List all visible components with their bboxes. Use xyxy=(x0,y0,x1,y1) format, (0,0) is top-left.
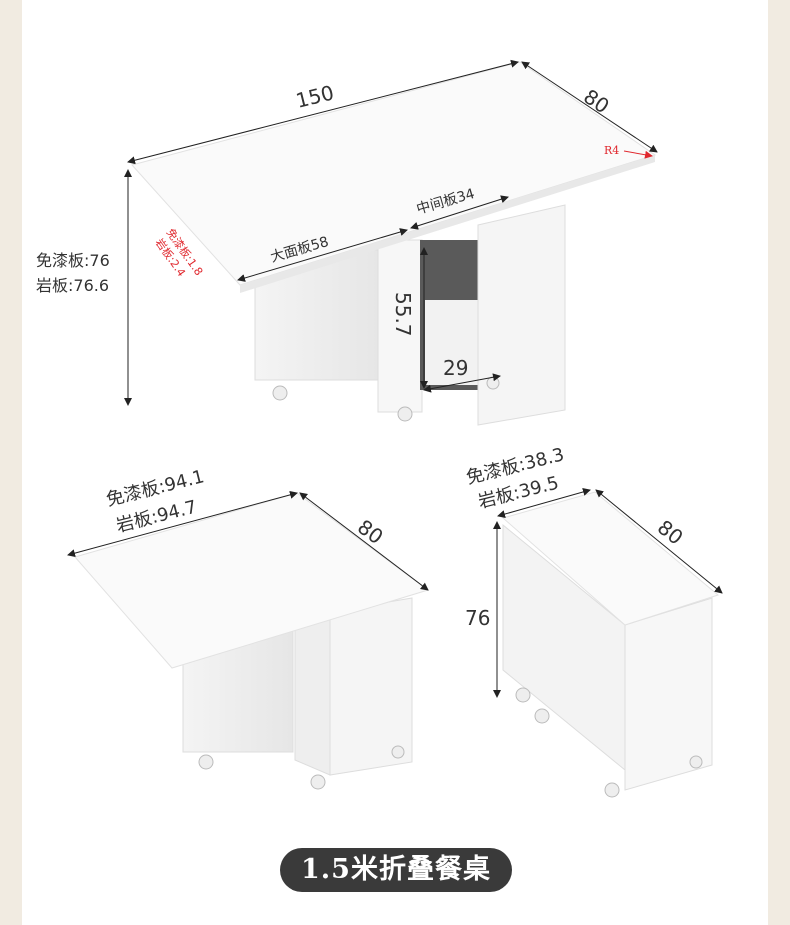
folded-length-line xyxy=(497,488,591,518)
middle-panel-dimension-line xyxy=(410,195,509,230)
height-label-2: 岩板:76.6 xyxy=(36,276,109,295)
half-length-line xyxy=(67,490,298,558)
length-dimension-line xyxy=(127,59,519,165)
length-label: 150 xyxy=(293,80,336,113)
product-title-badge: 1.5米折叠餐桌 xyxy=(280,848,512,892)
open-table-illustration xyxy=(131,61,657,426)
width-dimension-line xyxy=(521,61,658,153)
corner-radius-label: R4 xyxy=(604,144,619,157)
cabinet-height-label: 55.7 xyxy=(391,292,415,337)
big-panel-dimension-line xyxy=(237,228,408,282)
half-width-line xyxy=(299,492,429,591)
cabinet-depth-line xyxy=(423,373,501,393)
corner-radius-arrow xyxy=(623,150,653,159)
height-label-1: 免漆板:76 xyxy=(36,251,110,270)
folded-table-illustration xyxy=(501,491,720,798)
folded-width-line xyxy=(595,489,723,594)
folded-height-label: 76 xyxy=(465,606,490,630)
cabinet-depth-label: 29 xyxy=(443,356,468,380)
